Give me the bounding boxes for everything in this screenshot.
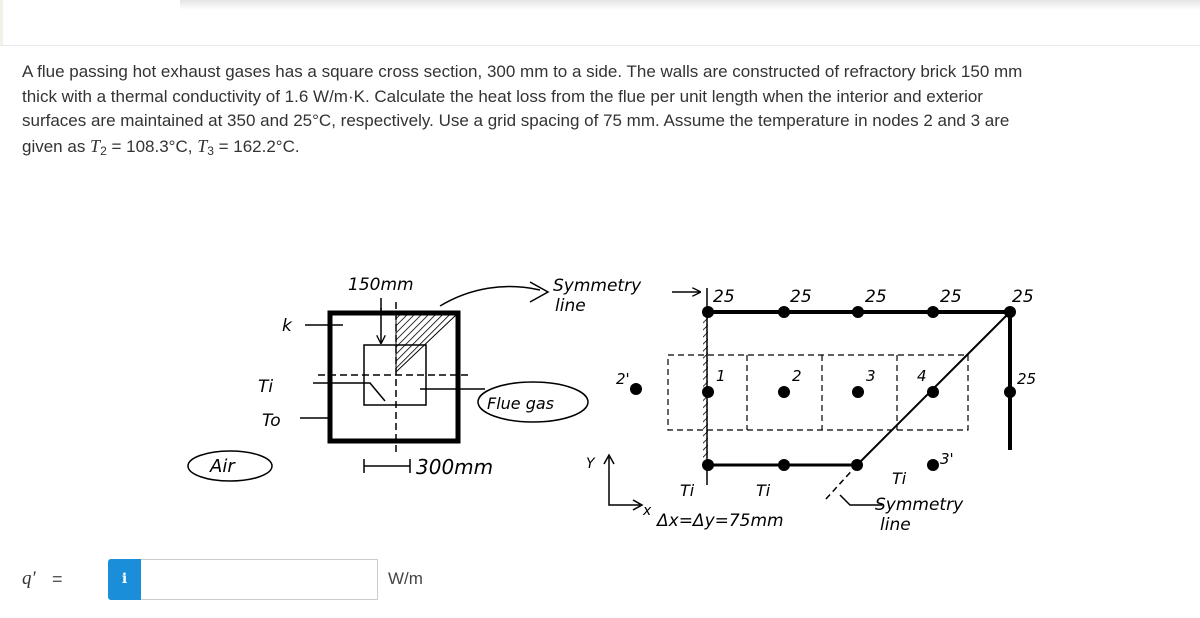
label-k: k: [282, 316, 293, 336]
question-line-2: thick with a thermal conductivity of 1.6…: [22, 86, 983, 106]
temp-top-2: 25: [790, 287, 812, 307]
flue-cross-section: 150mm k Ti To Air Flue gas 300mm: [187, 275, 589, 482]
grid-spacing-label: Δx=Δy=75mm: [655, 511, 784, 531]
label-flue-gas: Flue gas: [487, 394, 554, 413]
temp-top-5: 25: [1012, 287, 1034, 307]
node-4: 4: [917, 367, 927, 385]
label-ti-bottom-1: Ti: [680, 481, 695, 500]
label-ti-left: Ti: [258, 377, 273, 397]
node-3: 3: [866, 367, 876, 385]
question-line-3: surfaces are maintained at 350 and 25°C,…: [22, 111, 1010, 130]
axis-y-label: Y: [586, 456, 596, 472]
t2-symbol: T: [90, 135, 101, 156]
t3-symbol: T: [197, 135, 208, 156]
symmetry-line-top: line: [555, 296, 586, 316]
label-ti-bottom-2: Ti: [756, 481, 771, 500]
flue-diagram: 150mm k Ti To Air Flue gas 300mm Symmetr…: [187, 275, 1036, 535]
node-3-prime: 3': [940, 450, 954, 468]
label-air: Air: [209, 456, 236, 477]
top-card-left: [0, 0, 183, 46]
temp-top-4: 25: [940, 287, 962, 307]
equals-sign: =: [52, 568, 63, 589]
label-ti-bottom-3: Ti: [892, 469, 907, 488]
symmetry-label-top: Symmetry: [553, 276, 642, 296]
node-2-prime: 2': [616, 370, 630, 388]
axis-x-label: x: [642, 503, 652, 519]
answer-label: q′: [22, 568, 36, 589]
dim-150mm: 150mm: [348, 275, 414, 295]
node-2: 2: [792, 367, 802, 385]
dim-300mm: 300mm: [416, 455, 493, 479]
symmetry-line-bottom: line: [880, 515, 911, 535]
symmetry-label-bottom: Symmetry: [875, 495, 964, 515]
label-to: To: [262, 411, 281, 431]
unit-label: W/m: [388, 569, 423, 588]
grid-network: Symmetry line 25 25 25 25 25 25 1 2 3 4 …: [553, 276, 1036, 535]
temp-top-3: 25: [865, 287, 887, 307]
temp-right: 25: [1017, 370, 1036, 388]
question-text: A flue passing hot exhaust gases has a s…: [22, 60, 1182, 163]
question-line-1: A flue passing hot exhaust gases has a s…: [22, 62, 1023, 81]
answer-input[interactable]: [141, 558, 378, 600]
info-icon[interactable]: i: [108, 558, 141, 600]
answer-row: q′ = i W/m: [22, 558, 423, 600]
section-divider: [0, 45, 1200, 46]
node-1: 1: [716, 367, 726, 385]
question-line-4: given as T2 = 108.3°C, T3 = 162.2°C.: [22, 135, 300, 158]
top-shadow-bar: [180, 0, 1200, 10]
temp-top-1: 25: [713, 287, 735, 307]
